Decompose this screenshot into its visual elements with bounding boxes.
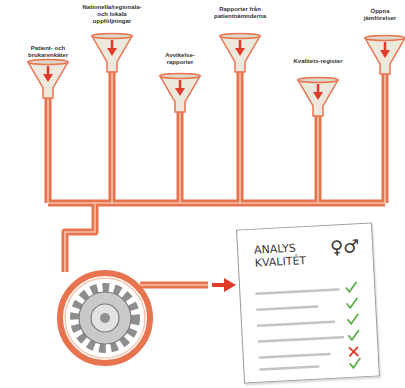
- source-label: Kvalitets-register: [290, 58, 346, 65]
- source-label: Öppna jämförelser: [360, 8, 400, 22]
- analysis-document: ANALYS KVALITÉT♀♂: [236, 223, 380, 384]
- source-label: Patient- och brukarenkäter: [22, 45, 74, 59]
- source-label: Nationella/regionala- och lokala uppfölj…: [80, 4, 144, 25]
- document-title: ANALYS KVALITÉT: [254, 240, 329, 270]
- source-label: Rapporter från patientnämnderna: [208, 6, 272, 20]
- source-label: Avvikelse-rapporter: [152, 52, 208, 66]
- gender-symbol: ♀♂: [330, 236, 369, 258]
